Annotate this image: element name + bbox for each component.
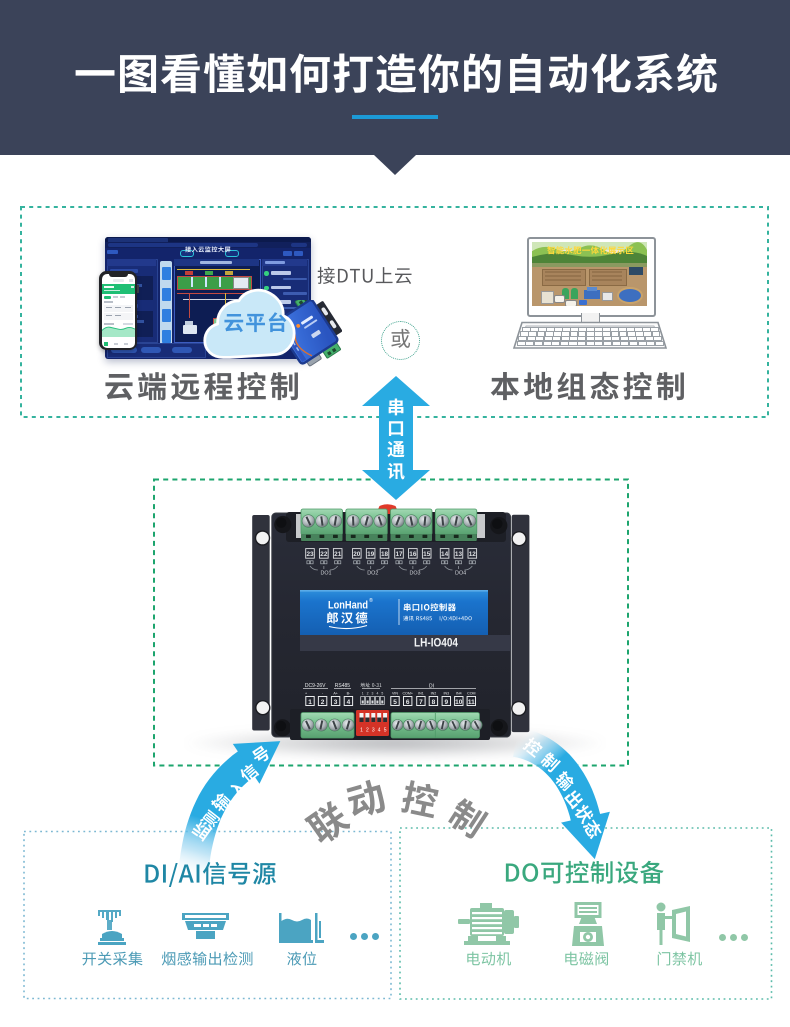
svg-text:18: 18	[381, 551, 389, 558]
svg-text:5: 5	[381, 692, 383, 696]
svg-text:17: 17	[395, 551, 403, 558]
svg-text:23: 23	[306, 551, 314, 558]
svg-text:15: 15	[423, 551, 431, 558]
svg-text:DO3: DO3	[409, 571, 420, 577]
svg-text:8: 8	[432, 699, 436, 706]
svg-text:A+: A+	[333, 692, 338, 696]
svg-text:13: 13	[455, 551, 463, 558]
svg-text:4: 4	[378, 728, 381, 734]
svg-text:2: 2	[367, 692, 369, 696]
svg-text:-: -	[322, 692, 324, 696]
svg-text:4: 4	[376, 692, 378, 696]
svg-text:10: 10	[455, 699, 463, 706]
svg-text:5: 5	[393, 699, 397, 706]
svg-text:20: 20	[353, 551, 361, 558]
svg-text:3: 3	[372, 728, 375, 734]
svg-text:DO2: DO2	[367, 571, 378, 577]
svg-text:2: 2	[321, 699, 325, 706]
svg-text:2: 2	[366, 728, 369, 734]
svg-text:IN4: IN4	[456, 692, 462, 696]
svg-text:4: 4	[347, 699, 351, 706]
svg-text:COM+: COM+	[402, 692, 412, 696]
svg-text:IN1: IN1	[418, 692, 424, 696]
svg-text:DI: DI	[429, 684, 434, 690]
svg-text:®: ®	[369, 597, 373, 604]
svg-text:RS485: RS485	[335, 683, 351, 689]
svg-text:1: 1	[308, 699, 312, 706]
svg-text:VIN: VIN	[392, 692, 398, 696]
svg-text:16: 16	[409, 551, 417, 558]
svg-text:22: 22	[320, 551, 328, 558]
svg-text:LonHand: LonHand	[328, 600, 368, 612]
svg-text:5: 5	[384, 728, 387, 734]
svg-text:9: 9	[444, 699, 448, 706]
svg-text:3: 3	[372, 692, 374, 696]
svg-text:COM: COM	[467, 692, 475, 696]
svg-text:DO1: DO1	[320, 571, 331, 577]
svg-text:3: 3	[334, 699, 338, 706]
svg-text:IN2: IN2	[431, 692, 437, 696]
svg-text:19: 19	[367, 551, 375, 558]
svg-text:LH-IO404: LH-IO404	[414, 636, 458, 650]
svg-text:7: 7	[419, 699, 423, 706]
svg-text:DO4: DO4	[455, 571, 466, 577]
svg-text:+: +	[305, 692, 307, 696]
svg-text:12: 12	[469, 551, 477, 558]
svg-text:1: 1	[362, 692, 364, 696]
svg-text:1: 1	[360, 728, 363, 734]
svg-text:B-: B-	[347, 692, 351, 696]
svg-text:11: 11	[468, 699, 475, 706]
svg-text:21: 21	[334, 551, 342, 558]
svg-text:14: 14	[441, 551, 449, 558]
svg-text:IN3: IN3	[444, 692, 450, 696]
svg-text:DC9-26V: DC9-26V	[305, 683, 326, 689]
svg-text:6: 6	[406, 699, 410, 706]
